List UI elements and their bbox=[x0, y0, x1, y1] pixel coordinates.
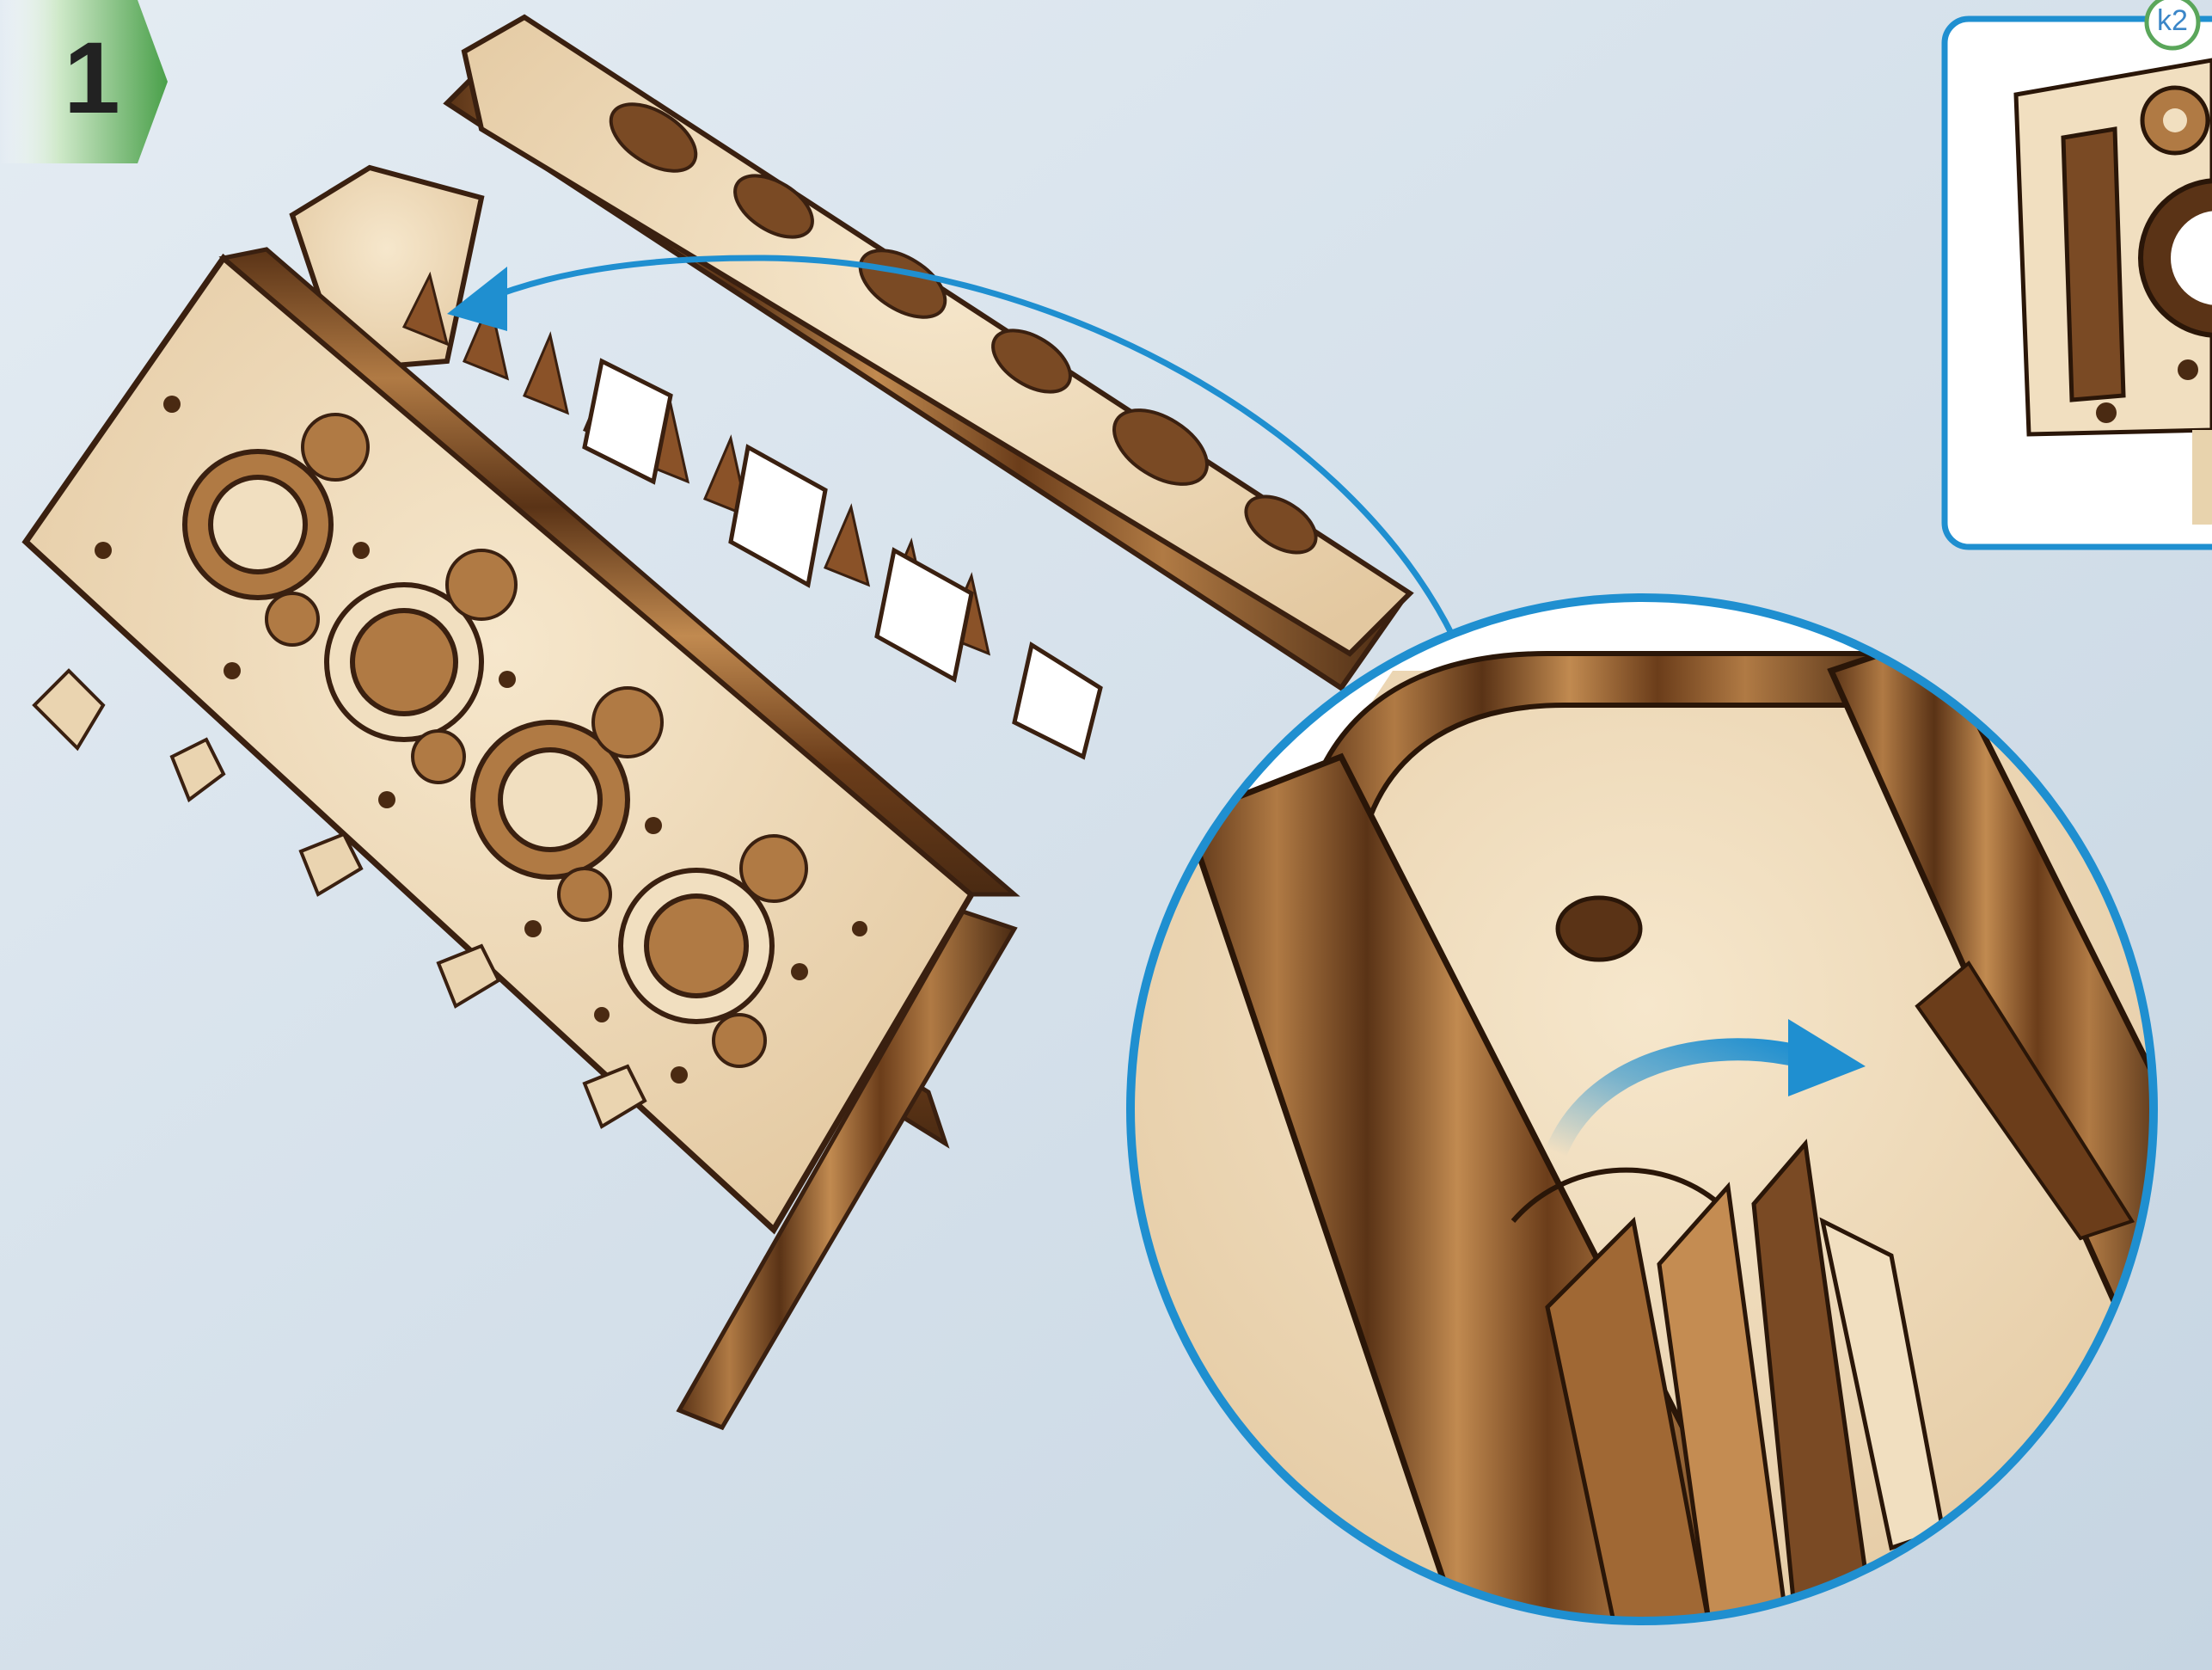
part-label: k2 bbox=[2142, 3, 2203, 38]
part-callout bbox=[1945, 0, 2212, 547]
step-number: 1 bbox=[53, 22, 131, 134]
